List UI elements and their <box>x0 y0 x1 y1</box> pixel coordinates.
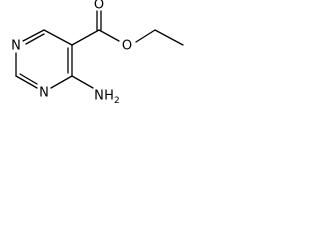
ester-group <box>71 10 184 46</box>
amino-group-label: N H 2 <box>94 89 120 107</box>
bond-c4-amino <box>71 75 94 89</box>
bond-ch2-ch3 <box>154 29 184 46</box>
ring-nitrogen-bottom-label: N <box>39 86 49 101</box>
bond-n3-c2-double <box>19 73 38 85</box>
bond-c6-c5 <box>43 29 73 46</box>
bond-ester-o-ch2 <box>135 29 156 43</box>
amino-hydrogen-count: 2 <box>114 96 120 106</box>
bond-n3-c2 <box>15 75 38 89</box>
ester-oxygen-label: O <box>122 39 132 54</box>
amino-nitrogen-label: N <box>94 89 104 104</box>
carbonyl-oxygen-label: O <box>94 0 104 13</box>
bond-carbonyl-c-ester-o <box>98 29 120 42</box>
structure-diagram: N N O O N H 2 <box>11 0 184 107</box>
bond-n1-c6 <box>22 29 45 42</box>
pyrimidine-ring <box>15 29 73 89</box>
bond-n1-c6-double <box>25 33 45 45</box>
bond-c4-n3 <box>50 75 73 89</box>
amino-hydrogen-label: H <box>104 89 114 104</box>
bond-c5-carbonyl-c <box>71 29 100 46</box>
ring-nitrogen-top-label: N <box>11 39 21 54</box>
